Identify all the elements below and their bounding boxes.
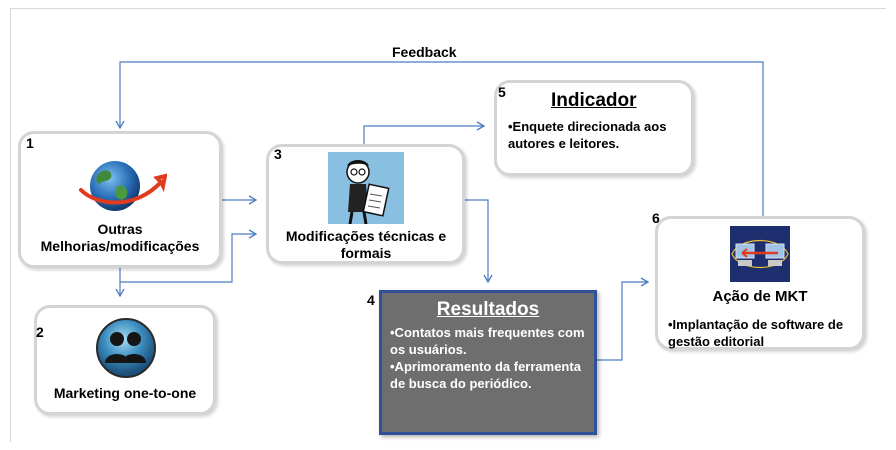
box-indicador [494,80,694,176]
box-6-bullet-1: •Implantação de software de gestão edito… [668,317,844,349]
people-icon [96,318,156,378]
person-clipboard-icon [328,152,404,224]
box-4-bullet-2: •Aprimoramento da ferramenta de busca do… [390,359,581,391]
box-6-title: Ação de MKT [712,288,808,305]
box-2-number: 2 [36,324,44,340]
box-2-label: Marketing one-to-one [53,385,197,401]
globe-icon [79,161,167,211]
computer-network-icon [730,226,790,282]
arrow-4-to-6 [597,277,650,361]
box-3-label: Modificações técnicas e formais [268,228,464,262]
box-1-number: 1 [26,135,34,151]
box-3-label-line2: formais [340,245,392,261]
box-6-bullets: •Implantação de software de gestão edito… [668,316,858,350]
feedback-arrow [115,61,764,216]
box-1-label-line2: Melhorias/modificações [40,238,200,254]
arrow-3-to-5 [363,121,486,144]
box-4-bullet-1: •Contatos mais frequentes com os usuário… [390,325,585,357]
box-4-bullets: •Contatos mais frequentes com os usuário… [390,324,595,392]
box-3-label-line1: Modificações técnicas e [285,228,447,244]
box-5-title: Indicador [551,90,637,111]
arrow-1-branch-to-3 [120,229,258,283]
box-4-number: 4 [367,292,375,308]
box-5-bullet-1: •Enquete direcionada aos autores e leito… [508,119,667,151]
diagram-frame [10,8,886,442]
box-1-label: Outras Melhorias/modificações [22,221,218,255]
box-5-number: 5 [498,84,506,100]
box-6-number: 6 [652,210,660,226]
box-5-bullets: •Enquete direcionada aos autores e leito… [508,118,688,152]
box-4-title: Resultados [436,299,540,320]
feedback-label: Feedback [392,44,457,60]
box-3-number: 3 [274,146,282,162]
box-resultados: Resultados •Contatos mais frequentes com… [379,290,597,435]
arrow-3-to-4 [465,199,493,284]
box-1-label-line1: Outras [97,221,143,237]
